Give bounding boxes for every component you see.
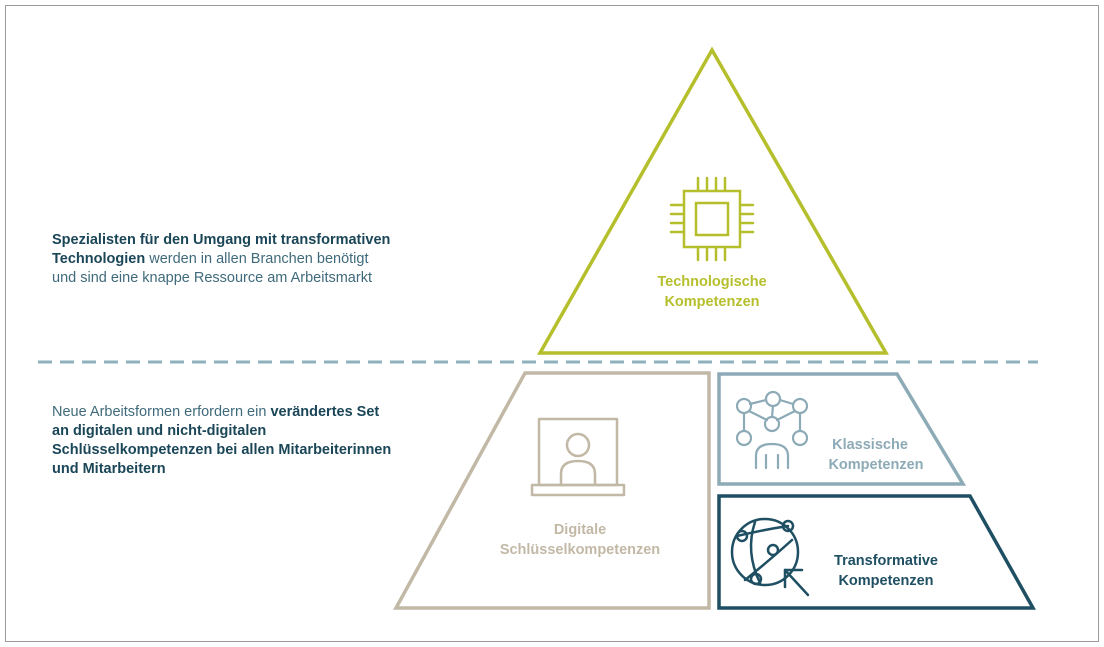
specialists-text: Spezialisten für den Umgang mit transfor… [52,231,392,288]
transformative-trapezoid [717,494,1036,610]
work-forms-text: Neue Arbeitsformen erfordern ein verände… [52,403,392,479]
digitale-label-1: Digitale [554,522,606,538]
klassische-label-1: Klassische [832,437,908,453]
work-forms-bold-text: verändertes Set an digitalen und nicht-d… [52,404,392,477]
work-forms-normal-text: Neue Arbeitsformen erfordern ein [52,404,267,420]
chip-icon [669,176,755,262]
klassische-trapezoid [717,372,967,486]
specialists-normal-text: werden in allen Branchen benötigt und si… [52,251,372,286]
laptop-user-icon [530,417,626,497]
globe-cursor-icon [730,517,810,597]
specialists-bold-text: Spezialisten für den Umgang mit transfor… [52,232,391,267]
diagram-frame [5,5,1099,642]
technologische-label-2: Kompetenzen [664,294,759,310]
technologische-triangle [536,46,890,355]
digitale-label-2: Schlüsselkompetenzen [500,542,660,558]
klassische-label-2: Kompetenzen [828,457,923,473]
technologische-label-1: Technologische [657,274,766,290]
digitale-trapezoid [393,371,711,610]
transformative-label-1: Transformative [834,553,938,569]
network-person-icon [735,390,809,470]
transformative-label-2: Kompetenzen [838,573,933,589]
